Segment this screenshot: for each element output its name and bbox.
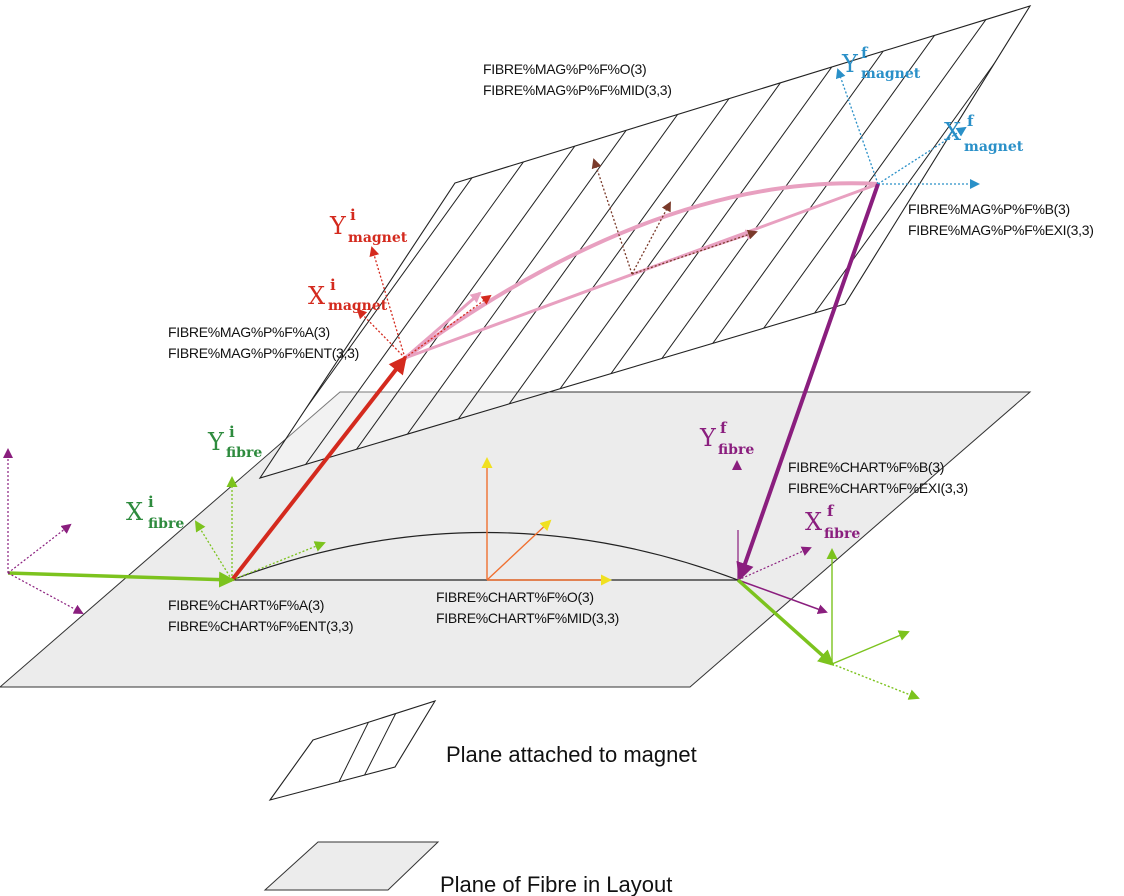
hatch-line — [0, 0, 160, 500]
chart-exit-frame — [736, 530, 835, 666]
svg-text:Y: Y — [207, 428, 225, 456]
svg-text:fibre: fibre — [718, 442, 754, 458]
hatch-line — [0, 0, 40, 500]
magnet-arc — [403, 181, 879, 360]
mag-a-label-2: FIBRE%MAG%P%F%ENT(3,3) — [168, 345, 359, 361]
hatch-line — [260, 6, 281, 478]
hatch-line — [999, 6, 1030, 478]
svg-text:fibre: fibre — [226, 445, 262, 461]
mag-b-label-2: FIBRE%MAG%P%F%EXI(3,3) — [908, 222, 1094, 238]
hatch-line — [0, 0, 80, 500]
mag-o-label-1: FIBRE%MAG%P%F%O(3) — [483, 61, 646, 77]
svg-text:i: i — [148, 493, 154, 511]
x-magnet-f-label: X f magnet — [944, 112, 1024, 155]
svg-text:Y: Y — [699, 424, 717, 452]
chart-o-label-1: FIBRE%CHART%F%O(3) — [436, 589, 594, 605]
svg-text:fibre: fibre — [824, 526, 860, 542]
chart-entrance-frame — [194, 476, 326, 581]
magnet-chord-arrow-a — [404, 291, 482, 360]
legend-hatched-swatch — [268, 700, 437, 801]
svg-text:Y: Y — [841, 50, 859, 78]
svg-text:f: f — [967, 112, 975, 130]
entrance-patch-arrow — [230, 355, 407, 582]
mag-a-label-1: FIBRE%MAG%P%F%A(3) — [168, 324, 330, 340]
fibre-chart-arc — [231, 531, 739, 581]
svg-text:f: f — [827, 502, 835, 520]
hatch-line — [1080, 0, 1124, 500]
left-fibre-frame — [2, 448, 84, 614]
magnet-mid-frame — [591, 158, 758, 275]
x-fibre-i-label: X i fibre — [126, 493, 184, 532]
svg-text:X: X — [805, 508, 822, 536]
mag-o-label-2: FIBRE%MAG%P%F%MID(3,3) — [483, 82, 672, 98]
x-magnet-i-label: X i magnet — [308, 276, 388, 314]
incoming-fibre-arrow — [7, 571, 235, 588]
x-fibre-f-label: X f fibre — [805, 502, 860, 542]
svg-text:X: X — [944, 118, 961, 146]
outgoing-fibre-frame — [826, 548, 920, 700]
hatch-line — [260, 6, 321, 478]
magnet-entrance-frame — [356, 246, 492, 359]
svg-text:f: f — [720, 419, 728, 437]
chart-b-label-1: FIBRE%CHART%F%B(3) — [788, 459, 944, 475]
exit-patch-arrow — [736, 183, 880, 581]
svg-text:magnet: magnet — [328, 298, 388, 314]
svg-text:i: i — [350, 206, 356, 224]
hatch-line — [0, 0, 200, 500]
hatch-line — [0, 0, 120, 500]
svg-text:fibre: fibre — [148, 516, 184, 532]
svg-text:magnet: magnet — [348, 230, 408, 246]
hatch-line — [0, 0, 240, 500]
chart-mid-frame — [481, 457, 612, 586]
mag-b-label-1: FIBRE%MAG%P%F%B(3) — [908, 201, 1070, 217]
svg-text:magnet: magnet — [861, 66, 921, 82]
svg-text:X: X — [308, 282, 325, 310]
hatch-line — [1040, 0, 1124, 500]
legend-fibre-plane: Plane of Fibre in Layout — [263, 841, 672, 896]
chart-b-label-2: FIBRE%CHART%F%EXI(3,3) — [788, 480, 968, 496]
legend-fibre-plane-label: Plane of Fibre in Layout — [440, 872, 672, 896]
svg-text:i: i — [229, 423, 235, 441]
svg-text:Y: Y — [329, 212, 347, 240]
svg-text:X: X — [126, 498, 143, 526]
legend-magnet-plane-label: Plane attached to magnet — [446, 742, 697, 767]
y-fibre-f-label: Y f fibre — [699, 419, 754, 458]
legend-magnet-plane: Plane attached to magnet — [268, 700, 697, 801]
svg-text:magnet: magnet — [964, 139, 1024, 155]
hatch-line — [1120, 0, 1124, 500]
y-fibre-i-label: Y i fibre — [207, 423, 262, 461]
y-magnet-i-label: Y i magnet — [329, 206, 408, 246]
svg-text:f: f — [861, 44, 869, 62]
chart-a-label-2: FIBRE%CHART%F%ENT(3,3) — [168, 618, 353, 634]
legend-grey-swatch — [263, 841, 440, 891]
svg-text:i: i — [330, 276, 336, 294]
y-magnet-f-label: Y f magnet — [841, 44, 921, 82]
chart-a-label-1: FIBRE%CHART%F%A(3) — [168, 597, 324, 613]
fibre-plane — [0, 391, 1032, 688]
chart-o-label-2: FIBRE%CHART%F%MID(3,3) — [436, 610, 619, 626]
magnet-exit-frame — [835, 68, 980, 189]
